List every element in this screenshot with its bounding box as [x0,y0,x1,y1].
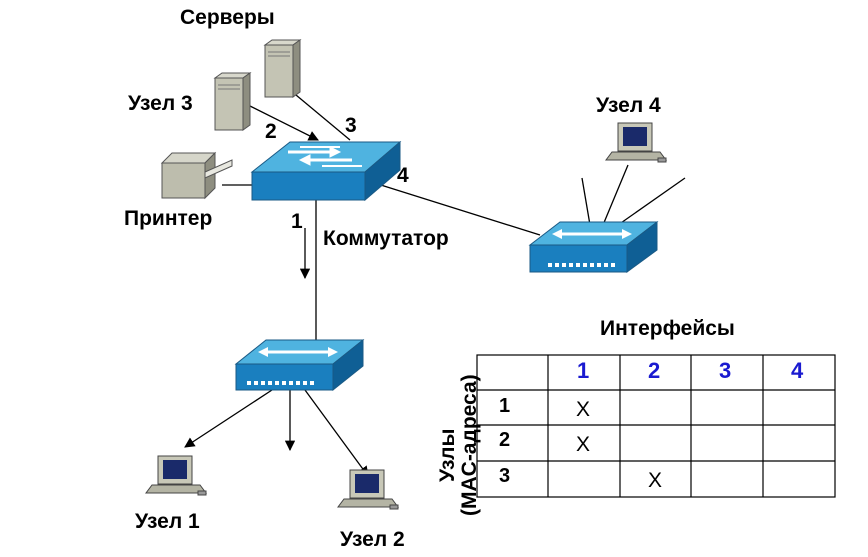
link-node3-switch [247,104,319,141]
table-title: Интерфейсы [600,317,735,340]
interface-table: Интерфейсы Узлы (MAC-адреса) 1 2 3 4 1 2… [436,317,836,516]
label-node3: Узел 3 [128,92,193,115]
link-hub4-up1 [581,177,591,226]
link-hub4-node4 [602,164,629,226]
port-label-2: 2 [265,120,277,143]
workstation-icon-node4 [605,122,667,163]
workstation-icon-node2 [337,469,399,510]
row-header: 3 [499,465,510,487]
column-header: 1 [577,358,589,383]
port-label-3: 3 [345,114,357,137]
label-switch: Коммутатор [323,227,449,250]
column-header: 3 [719,358,731,383]
label-node2: Узел 2 [340,528,405,551]
table-row-axis-label-line2: (MAC-адреса) [458,374,481,516]
port-label-4: 4 [397,164,409,187]
column-header: 4 [791,358,804,383]
link-switch-hub4 [364,179,541,236]
hub-icon-bottom [234,338,365,392]
hub-icon-right [528,220,659,273]
server-icon [263,39,302,98]
table-row-axis-label-line1: Узлы [436,429,459,482]
table-cell: X [648,469,662,492]
label-printer: Принтер [124,207,212,230]
printer-icon [160,151,233,200]
switch-icon [250,140,402,202]
table-cell: X [576,398,590,421]
connection-lines [184,89,686,477]
row-header: 2 [499,429,510,451]
table-cell: X [576,433,590,456]
label-node1: Узел 1 [135,510,200,533]
node3-server-icon [213,72,252,131]
row-header: 1 [499,395,510,417]
link-hub1-node2 [304,389,369,477]
link-hub4-up2 [617,177,686,226]
label-node4: Узел 4 [596,94,661,117]
table-grid [476,354,836,498]
column-header: 2 [648,358,660,383]
link-server-switch [289,89,351,141]
port-label-1: 1 [291,210,303,233]
link-hub1-node1 [184,389,273,448]
workstation-icon-node1 [145,455,207,496]
label-servers: Серверы [180,6,275,29]
